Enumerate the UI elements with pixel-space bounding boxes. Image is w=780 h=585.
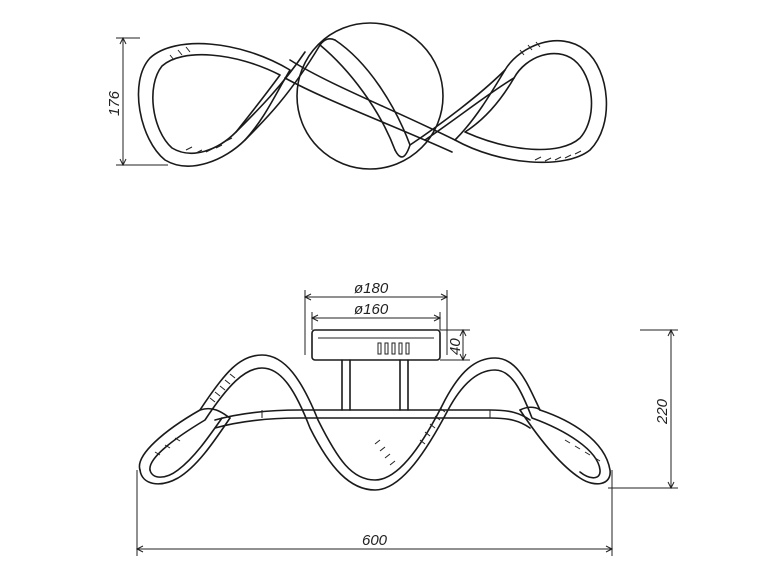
wave-hatching xyxy=(154,373,601,466)
dimension-label-600: 600 xyxy=(362,532,388,549)
dimension-label-180: ø180 xyxy=(354,280,389,297)
horizontal-bar xyxy=(214,409,531,429)
canopy-vents xyxy=(377,342,410,355)
mounting-disc xyxy=(296,22,444,170)
dimension-220: 220 xyxy=(608,328,678,490)
ribbon-hatching xyxy=(169,41,582,162)
dimension-40: 40 xyxy=(440,328,470,362)
dimension-600: 600 xyxy=(135,470,614,556)
support-rods xyxy=(341,359,409,411)
dimension-label-40: 40 xyxy=(447,338,464,355)
wave-ribbon xyxy=(138,354,611,491)
canopy xyxy=(311,329,441,361)
dimension-176: 176 xyxy=(106,36,168,167)
dimension-label-220: 220 xyxy=(654,398,671,425)
side-view: ø180 ø160 40 220 xyxy=(135,280,678,556)
dimension-label-160: ø160 xyxy=(354,301,389,318)
dimension-180: ø180 xyxy=(303,280,449,355)
dimension-160: ø160 xyxy=(310,301,442,330)
ribbon-outline xyxy=(137,38,608,167)
dimension-label-176: 176 xyxy=(106,90,123,116)
top-view: 176 xyxy=(106,22,608,170)
